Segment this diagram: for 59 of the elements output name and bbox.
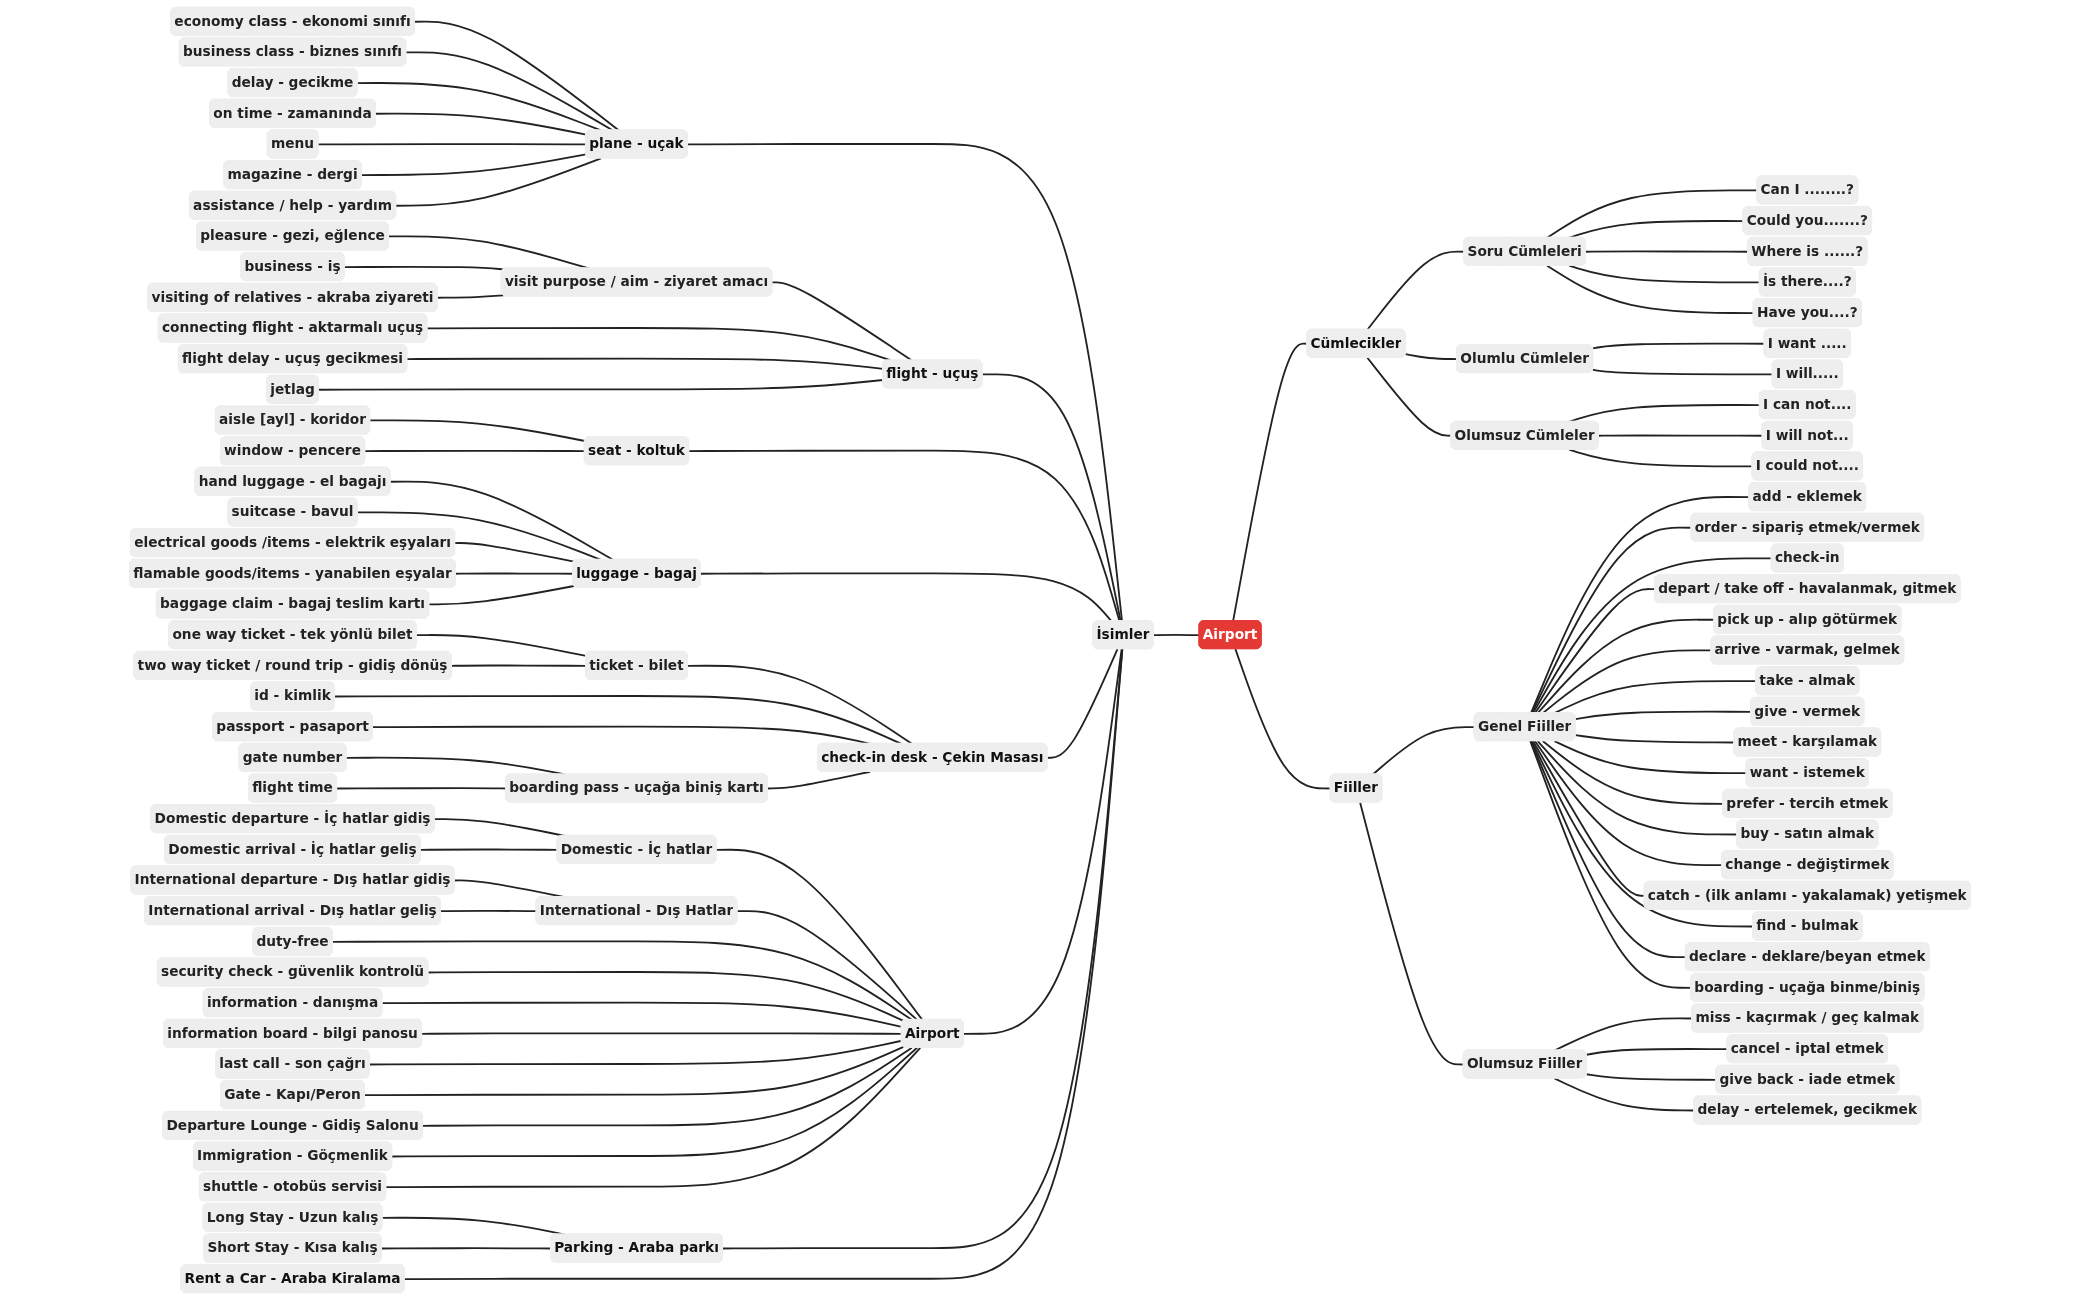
connector (343, 266, 505, 271)
connector (1597, 434, 1764, 437)
connector (1046, 648, 1119, 759)
connector (317, 379, 884, 391)
connector (766, 770, 871, 790)
connector (454, 542, 575, 563)
connector (1234, 648, 1332, 790)
connector (374, 112, 587, 136)
connector (1530, 740, 1687, 959)
connector (415, 634, 587, 657)
connector (686, 664, 913, 745)
connector (364, 449, 586, 453)
connector (436, 294, 505, 299)
connector (722, 648, 1124, 1250)
connector (334, 695, 903, 745)
connector (413, 20, 620, 132)
connector (385, 1046, 922, 1189)
connector (421, 1046, 913, 1127)
connector (428, 585, 575, 606)
connector (364, 1045, 905, 1097)
connector (1585, 250, 1749, 253)
connector (771, 281, 913, 362)
connector (336, 787, 507, 790)
connector (1533, 740, 1723, 867)
connector (1404, 353, 1458, 360)
connector (360, 153, 587, 176)
connector (450, 664, 587, 667)
connector (455, 572, 574, 575)
connector (715, 848, 924, 1021)
connector (421, 1032, 903, 1035)
connector (1553, 740, 1748, 775)
connector (381, 1001, 903, 1028)
connector (1585, 1048, 1729, 1056)
connector (736, 910, 918, 1021)
connector (391, 1046, 918, 1158)
connector (406, 357, 884, 370)
connector (1568, 448, 1754, 468)
connector (403, 648, 1124, 1281)
connector (1592, 342, 1766, 350)
connector (1152, 633, 1201, 637)
connector (439, 909, 538, 913)
connector (1592, 368, 1774, 376)
connector (369, 1039, 903, 1066)
connector (395, 157, 602, 207)
connector (1532, 740, 1646, 897)
connector (356, 511, 602, 561)
connector (962, 648, 1123, 1035)
connector (1530, 740, 1754, 928)
connector (1359, 801, 1465, 1066)
connector (331, 940, 913, 1021)
connector (405, 51, 614, 132)
connector (427, 971, 905, 1022)
connector (317, 143, 587, 146)
connector (389, 480, 614, 561)
connector (1568, 264, 1761, 284)
connector (1371, 726, 1476, 776)
connector (1546, 264, 1755, 314)
connector (369, 419, 586, 442)
connector (380, 1247, 552, 1250)
